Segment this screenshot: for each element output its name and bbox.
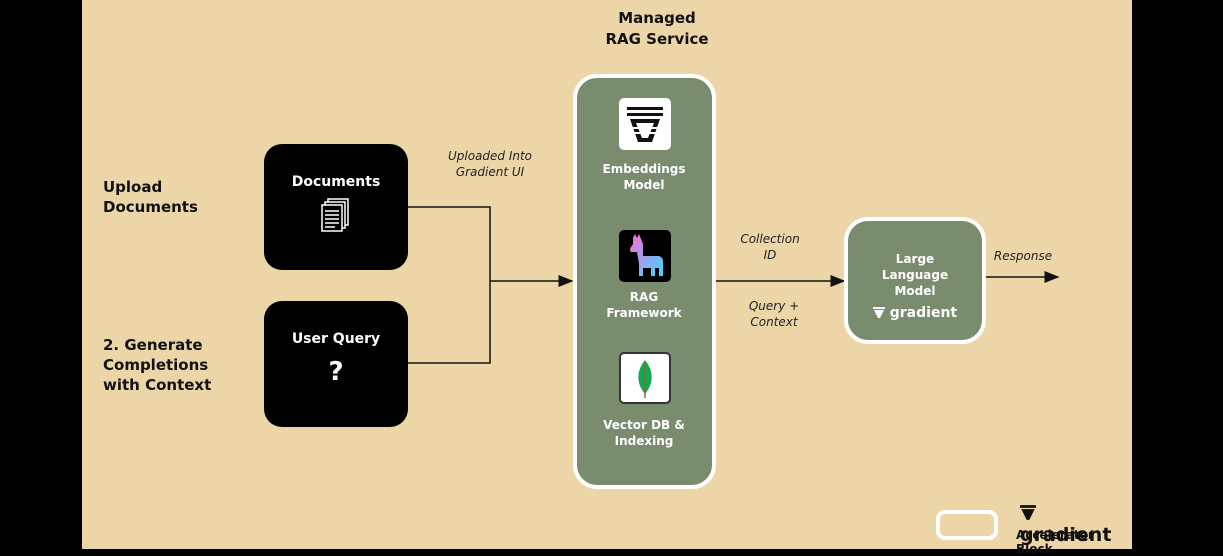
query-context-note: Query + Context bbox=[748, 299, 800, 329]
large-language-model-panel: Large Language Model gradient bbox=[844, 217, 986, 344]
connector-lines bbox=[408, 206, 1060, 364]
llama-icon bbox=[619, 230, 671, 282]
gradient-logo-icon bbox=[1020, 505, 1036, 520]
diagram-canvas: Managed RAG Service Upload Documents 2. … bbox=[82, 0, 1132, 556]
question-mark-icon: ? bbox=[328, 357, 344, 387]
gradient-logo-icon bbox=[872, 307, 885, 318]
user-query-card-title: User Query bbox=[291, 331, 381, 347]
documents-card-title: Documents bbox=[291, 174, 381, 190]
generate-completions-label: 2. Generate Completions with Context bbox=[103, 336, 212, 394]
collection-id-note: Collection ID bbox=[740, 232, 800, 262]
legend-label: Accelerator Block bbox=[1016, 528, 1094, 556]
embeddings-model-label: Embeddings Model bbox=[602, 162, 686, 192]
diagram-title: Managed RAG Service bbox=[582, 8, 732, 50]
legend-gradient-logo: gradient bbox=[1020, 502, 1132, 546]
title-line-1: Managed bbox=[618, 9, 696, 27]
llm-label: Large Language Model bbox=[881, 252, 949, 298]
rag-framework-label: RAG Framework bbox=[606, 290, 682, 320]
accelerator-block-swatch bbox=[936, 510, 998, 540]
embeddings-model-icon bbox=[619, 98, 671, 150]
vector-db-leaf-icon bbox=[619, 352, 671, 404]
user-query-connector bbox=[408, 281, 491, 364]
documents-card: Documents bbox=[264, 144, 408, 270]
response-label: Response bbox=[993, 249, 1053, 263]
documents-icon bbox=[321, 198, 349, 232]
vector-db-label: Vector DB & Indexing bbox=[603, 418, 685, 448]
title-line-2: RAG Service bbox=[605, 30, 709, 48]
uploaded-into-note: Uploaded Into Gradient UI bbox=[447, 149, 533, 179]
documents-connector bbox=[408, 206, 491, 281]
upload-documents-label: Upload Documents bbox=[103, 178, 198, 216]
user-query-card: User Query ? bbox=[264, 301, 408, 427]
llm-gradient-logo: gradient bbox=[848, 305, 982, 321]
